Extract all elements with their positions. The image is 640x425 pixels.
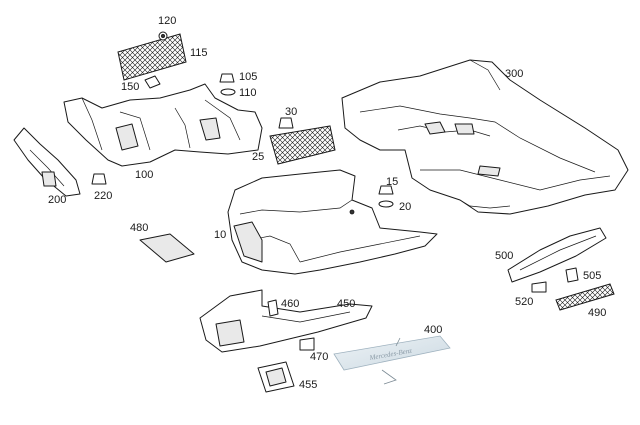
callout-200: 200 — [48, 194, 66, 206]
callout-10: 10 — [214, 229, 226, 241]
clip-460 — [267, 299, 279, 317]
callout-400: 400 — [424, 324, 442, 336]
callout-500: 500 — [495, 250, 513, 262]
callout-300: 300 — [505, 68, 523, 80]
washer-20 — [378, 200, 394, 208]
pad-480 — [139, 233, 195, 263]
clip-150 — [144, 75, 161, 89]
trim-strip-500 — [507, 227, 607, 283]
callout-15: 15 — [386, 176, 398, 188]
callout-460: 460 — [281, 298, 299, 310]
callout-480: 480 — [130, 222, 148, 234]
sound-mat-115 — [117, 33, 187, 81]
clip-30 — [278, 117, 294, 129]
callout-220: 220 — [94, 190, 112, 202]
clip-105 — [219, 73, 235, 83]
callout-25: 25 — [252, 151, 264, 163]
clip-15 — [378, 185, 394, 195]
callout-520: 520 — [515, 296, 533, 308]
callout-110: 110 — [239, 87, 257, 99]
sound-mat-25 — [269, 125, 336, 165]
callout-115: 115 — [190, 47, 208, 59]
clip-220 — [91, 173, 107, 185]
callout-505: 505 — [583, 270, 601, 282]
callout-100: 100 — [135, 169, 153, 181]
floor-carpet-300 — [341, 59, 629, 215]
sill-trim-450 — [199, 289, 373, 353]
callout-490: 490 — [588, 307, 606, 319]
callout-120: 120 — [158, 15, 176, 27]
rear-carpet-10 — [227, 169, 438, 275]
trim-panel-200 — [13, 127, 81, 197]
clip-505 — [565, 267, 579, 283]
clip-120 — [158, 31, 168, 41]
sill-plate-400: Mercedes-Benz — [333, 335, 451, 385]
washer-110 — [220, 88, 236, 96]
clip-470 — [299, 337, 315, 351]
callout-30: 30 — [285, 106, 297, 118]
callout-20: 20 — [399, 201, 411, 213]
callout-455: 455 — [299, 379, 317, 391]
callout-150: 150 — [121, 81, 139, 93]
clip-520 — [531, 281, 547, 293]
callout-450: 450 — [337, 298, 355, 310]
side-carpet-100 — [63, 83, 263, 167]
cover-455 — [257, 361, 295, 393]
callout-470: 470 — [310, 351, 328, 363]
trim-strip-490 — [555, 283, 615, 311]
callout-105: 105 — [239, 71, 257, 83]
